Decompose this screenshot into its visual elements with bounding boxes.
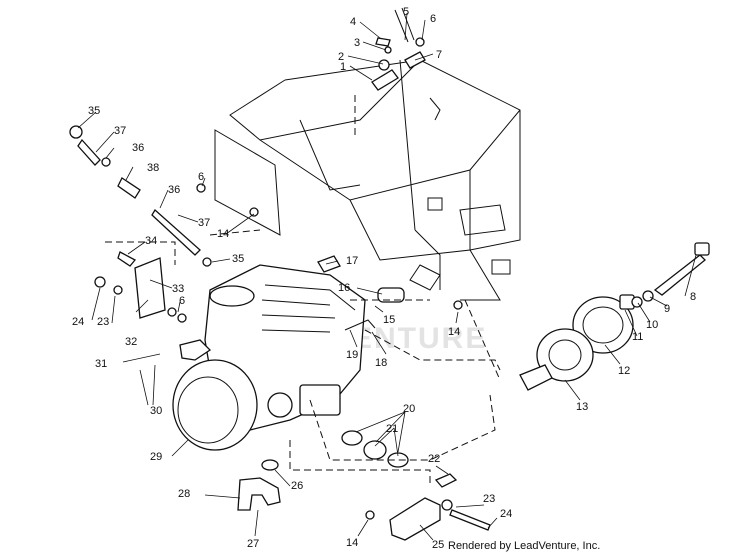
callout-14-upper: 14: [217, 228, 229, 240]
callout-23-right: 23: [483, 493, 495, 505]
callout-13: 13: [576, 401, 588, 413]
callout-33: 33: [172, 283, 184, 295]
callout-37-lower: 37: [198, 217, 210, 229]
callout-17: 17: [346, 255, 358, 267]
callout-2: 2: [338, 51, 344, 63]
callout-26: 26: [291, 480, 303, 492]
callout-38: 38: [147, 162, 159, 174]
callout-35-upper: 35: [88, 105, 100, 117]
callout-7: 7: [436, 49, 442, 61]
callout-23-left: 23: [97, 316, 109, 328]
callout-9: 9: [664, 303, 670, 315]
rendered-by-credit: Rendered by LeadVenture, Inc.: [448, 540, 600, 552]
callout-27: 27: [247, 538, 259, 550]
callout-35-lower: 35: [232, 253, 244, 265]
linkage-parts: [69, 125, 212, 267]
callout-6-upper-left: 6: [198, 171, 204, 183]
vehicle-frame: [214, 59, 521, 301]
callout-28: 28: [178, 488, 190, 500]
intake-boot: [237, 459, 281, 511]
callout-34: 34: [145, 235, 157, 247]
callout-32: 32: [125, 336, 137, 348]
callout-19: 19: [346, 349, 358, 361]
callout-16: 16: [338, 282, 350, 294]
callout-30: 30: [150, 405, 162, 417]
callout-36-lower: 36: [168, 184, 180, 196]
callout-10: 10: [646, 319, 658, 331]
callout-22: 22: [428, 453, 440, 465]
callout-15: 15: [383, 314, 395, 326]
callout-4: 4: [350, 16, 356, 28]
mount-bracket-lower: [365, 473, 491, 541]
clamps: [341, 430, 409, 468]
callout-8: 8: [690, 291, 696, 303]
callout-6-bracket: 6: [179, 295, 185, 307]
callout-37-upper: 37: [114, 125, 126, 137]
callout-1: 1: [340, 61, 346, 73]
callout-6: 6: [430, 13, 436, 25]
mount-bracket-upper: [94, 257, 187, 323]
callout-24-right: 24: [500, 508, 512, 520]
dashed-routing-lines: [105, 95, 501, 485]
callout-36-upper: 36: [132, 142, 144, 154]
drive-clutch: [519, 294, 635, 391]
callout-14-middle: 14: [448, 326, 460, 338]
callout-21: 21: [386, 423, 398, 435]
callout-20: 20: [403, 403, 415, 415]
misc-small-parts: [317, 255, 463, 331]
recoil-starter: [172, 359, 258, 451]
callout-31: 31: [95, 358, 107, 370]
callout-5: 5: [403, 6, 409, 18]
callout-3: 3: [354, 37, 360, 49]
clutch-bolt: [631, 242, 710, 308]
callout-29: 29: [150, 451, 162, 463]
callout-25: 25: [432, 539, 444, 551]
leader-lines: [77, 12, 697, 541]
callout-11: 11: [632, 331, 643, 343]
callout-14-lower: 14: [346, 537, 358, 549]
callout-labels: 1 2 3 4 5 6 7 8 9 10 11 12 13 14 14 14 1…: [72, 6, 696, 551]
throttle-parts: [196, 7, 426, 217]
callout-12: 12: [618, 365, 630, 377]
callout-24-left: 24: [72, 316, 84, 328]
callout-18: 18: [375, 357, 387, 369]
